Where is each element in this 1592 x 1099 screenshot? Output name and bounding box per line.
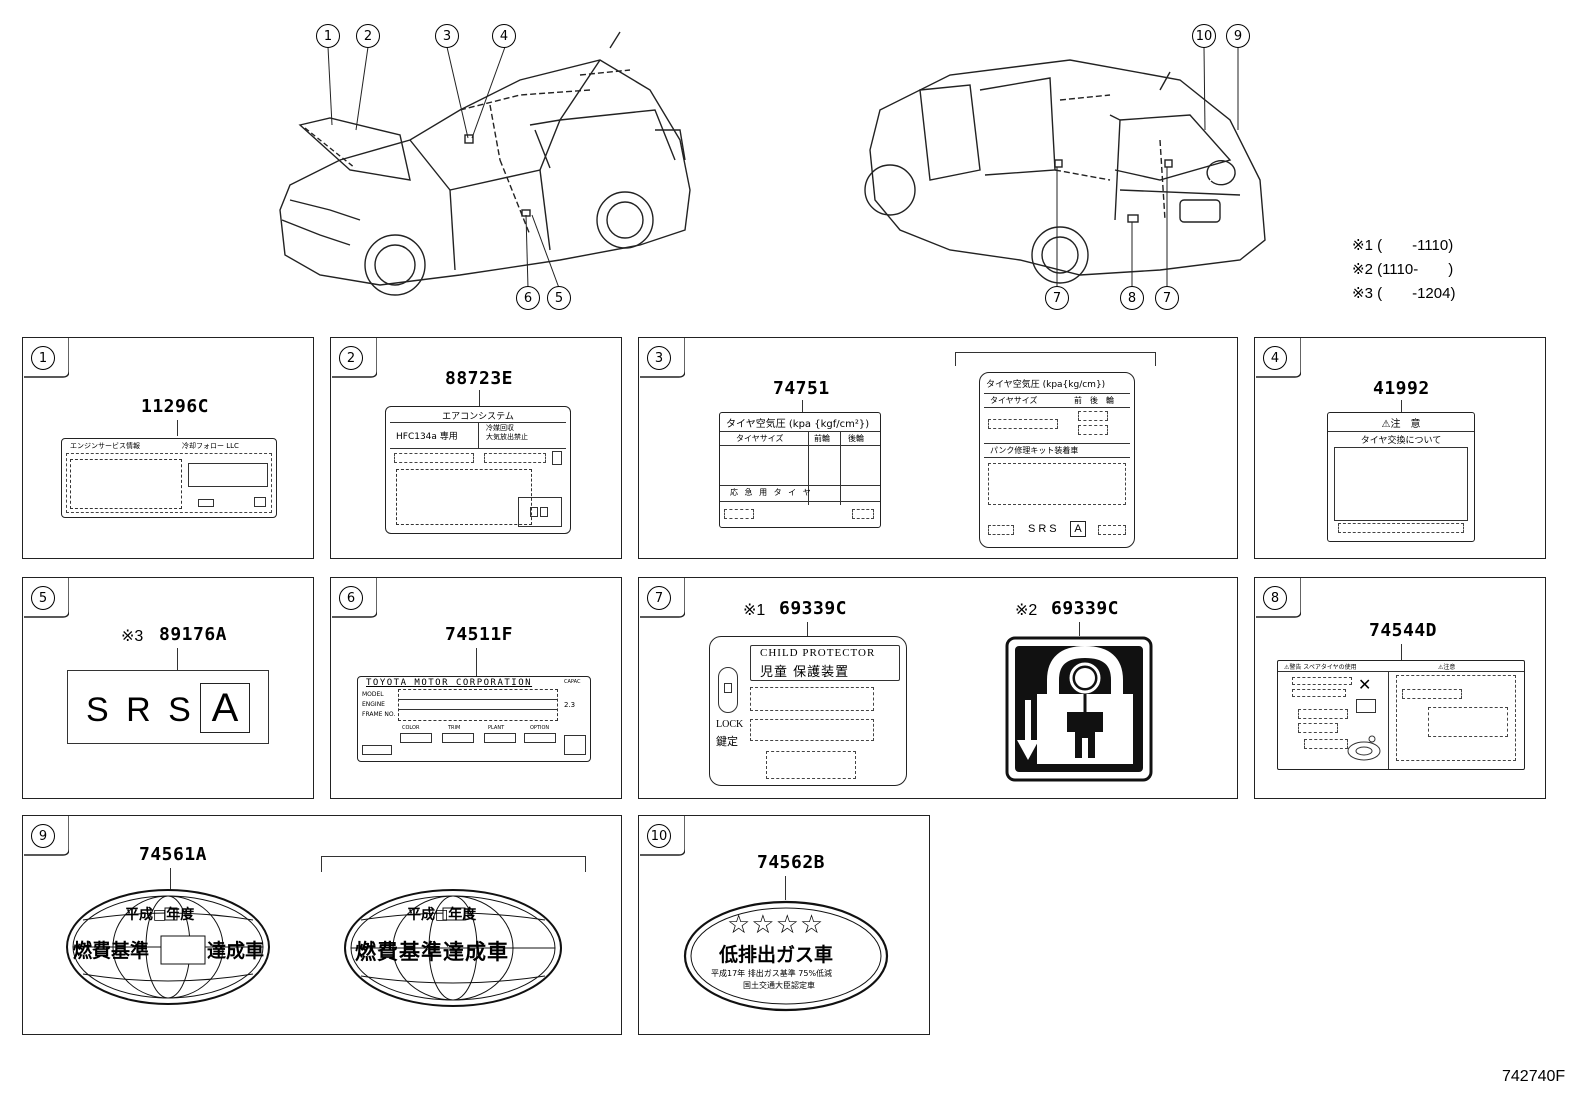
- panel-4-part-number: 41992: [1373, 378, 1430, 399]
- badge-a-main2: 達成車: [207, 940, 265, 962]
- star-rating: ☆☆☆☆: [727, 910, 825, 940]
- panel-2: 2 88723E エアコンシステム HFC134a 専用 冷媒回収 大気放出禁止: [330, 337, 622, 559]
- panel-7-prefix-a: ※1: [743, 602, 766, 619]
- vehicle-id-plate: TOYOTA MOTOR CORPORATION CAPAC MODEL ENG…: [357, 676, 591, 762]
- panel-5-prefix: ※3: [121, 628, 144, 645]
- panel-8: 8 74544D ⚠警告 スペアタイヤの使用 ⚠注意 ✕: [1254, 577, 1546, 799]
- panel-9-number: 9: [31, 824, 55, 848]
- kit-srs-text: SRS: [1028, 523, 1060, 535]
- lock-jp: 鍵定: [716, 735, 738, 748]
- caution-title: ⚠注 意: [1381, 419, 1421, 430]
- callout-3: 3: [435, 24, 459, 48]
- panel-2-number: 2: [339, 346, 363, 370]
- tire-pressure-label-kit: タイヤ空気圧 (kpa{kg/cm}) タイヤサイズ 前 後 輪 パンク修理キッ…: [979, 372, 1135, 548]
- panel-7-number: 7: [647, 586, 671, 610]
- panel-5-part-number: 89176A: [159, 624, 228, 645]
- figure-code: 742740F: [1502, 1068, 1566, 1085]
- callout-6: 6: [516, 286, 540, 310]
- callout-8: 8: [1120, 286, 1144, 310]
- panel-3: 3 74751 タイヤ空気圧 (kpa {kgf/cm²}) タイヤサイズ 前輪…: [638, 337, 1238, 559]
- panel-1-part-number: 11296C: [141, 396, 210, 417]
- callout-7a: 7: [1045, 286, 1069, 310]
- kit-label-title: タイヤ空気圧 (kpa{kg/cm}): [986, 380, 1106, 390]
- panel-7-part-b: 69339C: [1051, 598, 1120, 619]
- callout-10: 10: [1192, 24, 1216, 48]
- aircon-title: エアコンシステム: [442, 412, 514, 422]
- badge-b-top: 平成□年度: [407, 907, 477, 923]
- panel-8-part-number: 74544D: [1369, 620, 1438, 641]
- panel-10: 10 74562B ☆☆☆☆ 低排出ガス車 平成17年 排出ガス基準 75%低減…: [638, 815, 930, 1035]
- panel-7: 7 ※1 69339C CHILD PROTECTOR 児童 保護装置 LOCK…: [638, 577, 1238, 799]
- panel-9: 9 74561A 平成□年度 燃費基準 達成車 平成□年度 燃費基準達成車: [22, 815, 622, 1035]
- fuel-efficiency-badge-a: [66, 889, 270, 1005]
- note-1: ※1 ( -1110): [1352, 237, 1454, 254]
- panel-10-part-number: 74562B: [757, 852, 826, 873]
- panel-3-number: 3: [647, 346, 671, 370]
- panel-5: 5 ※3 89176A S R S A: [22, 577, 314, 799]
- low-emission-sub1: 平成17年 排出ガス基準 75%低減: [711, 969, 833, 978]
- aircon-refrigerant: HFC134a 専用: [396, 432, 458, 442]
- caution-subtitle: タイヤ交換について: [1360, 436, 1442, 446]
- child-protector-label: CHILD PROTECTOR 児童 保護装置 LOCK 鍵定: [709, 636, 907, 786]
- panel-4: 4 41992 ⚠注 意 タイヤ交換について: [1254, 337, 1546, 559]
- front-car-illustration: [279, 31, 691, 296]
- panel-6: 6 74511F TOYOTA MOTOR CORPORATION CAPAC …: [330, 577, 622, 799]
- srs-text: S R S: [86, 691, 195, 729]
- callout-9: 9: [1226, 24, 1250, 48]
- panel-8-number: 8: [1263, 586, 1287, 610]
- rear-wheel-header: 後輪: [848, 434, 864, 443]
- panel-2-part-number: 88723E: [445, 368, 514, 389]
- panel-6-number: 6: [339, 586, 363, 610]
- panel-10-number: 10: [647, 824, 671, 848]
- corp-name: TOYOTA MOTOR CORPORATION: [366, 678, 533, 688]
- srs-a-box: A: [200, 683, 250, 733]
- panel-4-number: 4: [1263, 346, 1287, 370]
- low-emission-title: 低排出ガス車: [719, 944, 834, 966]
- spare-tire-warning-label: ⚠警告 スペアタイヤの使用 ⚠注意 ✕: [1277, 660, 1525, 770]
- panel-7-part-a: 69339C: [779, 598, 848, 619]
- panel-3-part-number: 74751: [773, 378, 830, 399]
- panel-6-part-number: 74511F: [445, 624, 514, 645]
- callout-2: 2: [356, 24, 380, 48]
- badge-a-top: 平成□年度: [125, 907, 195, 923]
- note-3: ※3 ( -1204): [1352, 285, 1456, 302]
- engine-service-text: エンジンサービス情報: [70, 442, 140, 450]
- fuel-efficiency-badge-b: [344, 889, 562, 1007]
- kit-srs-a: A: [1070, 521, 1086, 537]
- panel-5-number: 5: [31, 586, 55, 610]
- aircon-label: エアコンシステム HFC134a 専用 冷媒回収 大気放出禁止: [385, 406, 571, 534]
- caution-label: ⚠注 意 タイヤ交換について: [1327, 412, 1475, 542]
- tire-pressure-label: タイヤ空気圧 (kpa {kgf/cm²}) タイヤサイズ 前輪 後輪 応 急 …: [719, 412, 881, 528]
- child-lock-icon-label: [1005, 636, 1153, 782]
- callout-7b: 7: [1155, 286, 1179, 310]
- low-emission-badge: [683, 900, 889, 1012]
- callout-1: 1: [316, 24, 340, 48]
- spare-tire-row: 応 急 用 タ イ ヤ: [730, 488, 813, 497]
- lock-text: LOCK: [716, 719, 744, 730]
- front-wheel-header: 前輪: [814, 434, 830, 443]
- callout-4: 4: [492, 24, 516, 48]
- child-protector-text: CHILD PROTECTOR: [760, 647, 876, 659]
- tire-pressure-title: タイヤ空気圧 (kpa {kgf/cm²}): [726, 419, 870, 430]
- note-2: ※2 (1110- ): [1352, 261, 1454, 278]
- low-emission-sub2: 国土交通大臣認定車: [743, 981, 815, 990]
- panel-1: 1 11296C エンジンサービス情報 冷却フォロー LLC: [22, 337, 314, 559]
- tire-size-header: タイヤサイズ: [736, 434, 784, 443]
- engine-service-label: エンジンサービス情報 冷却フォロー LLC: [61, 438, 277, 518]
- panel-7-prefix-b: ※2: [1015, 602, 1038, 619]
- rear-car-illustration: [864, 46, 1266, 288]
- kit-label-mid: パンク修理キット装着車: [990, 446, 1079, 455]
- panel-9-part-number: 74561A: [139, 844, 208, 865]
- aircon-recovery: 冷媒回収 大気放出禁止: [486, 424, 528, 441]
- callout-5: 5: [547, 286, 571, 310]
- panel-1-number: 1: [31, 346, 55, 370]
- srs-airbag-label: S R S A: [67, 670, 269, 744]
- badge-a-main: 燃費基準: [73, 940, 150, 962]
- child-protector-jp: 児童 保護装置: [760, 665, 850, 680]
- badge-b-main: 燃費基準達成車: [355, 940, 509, 964]
